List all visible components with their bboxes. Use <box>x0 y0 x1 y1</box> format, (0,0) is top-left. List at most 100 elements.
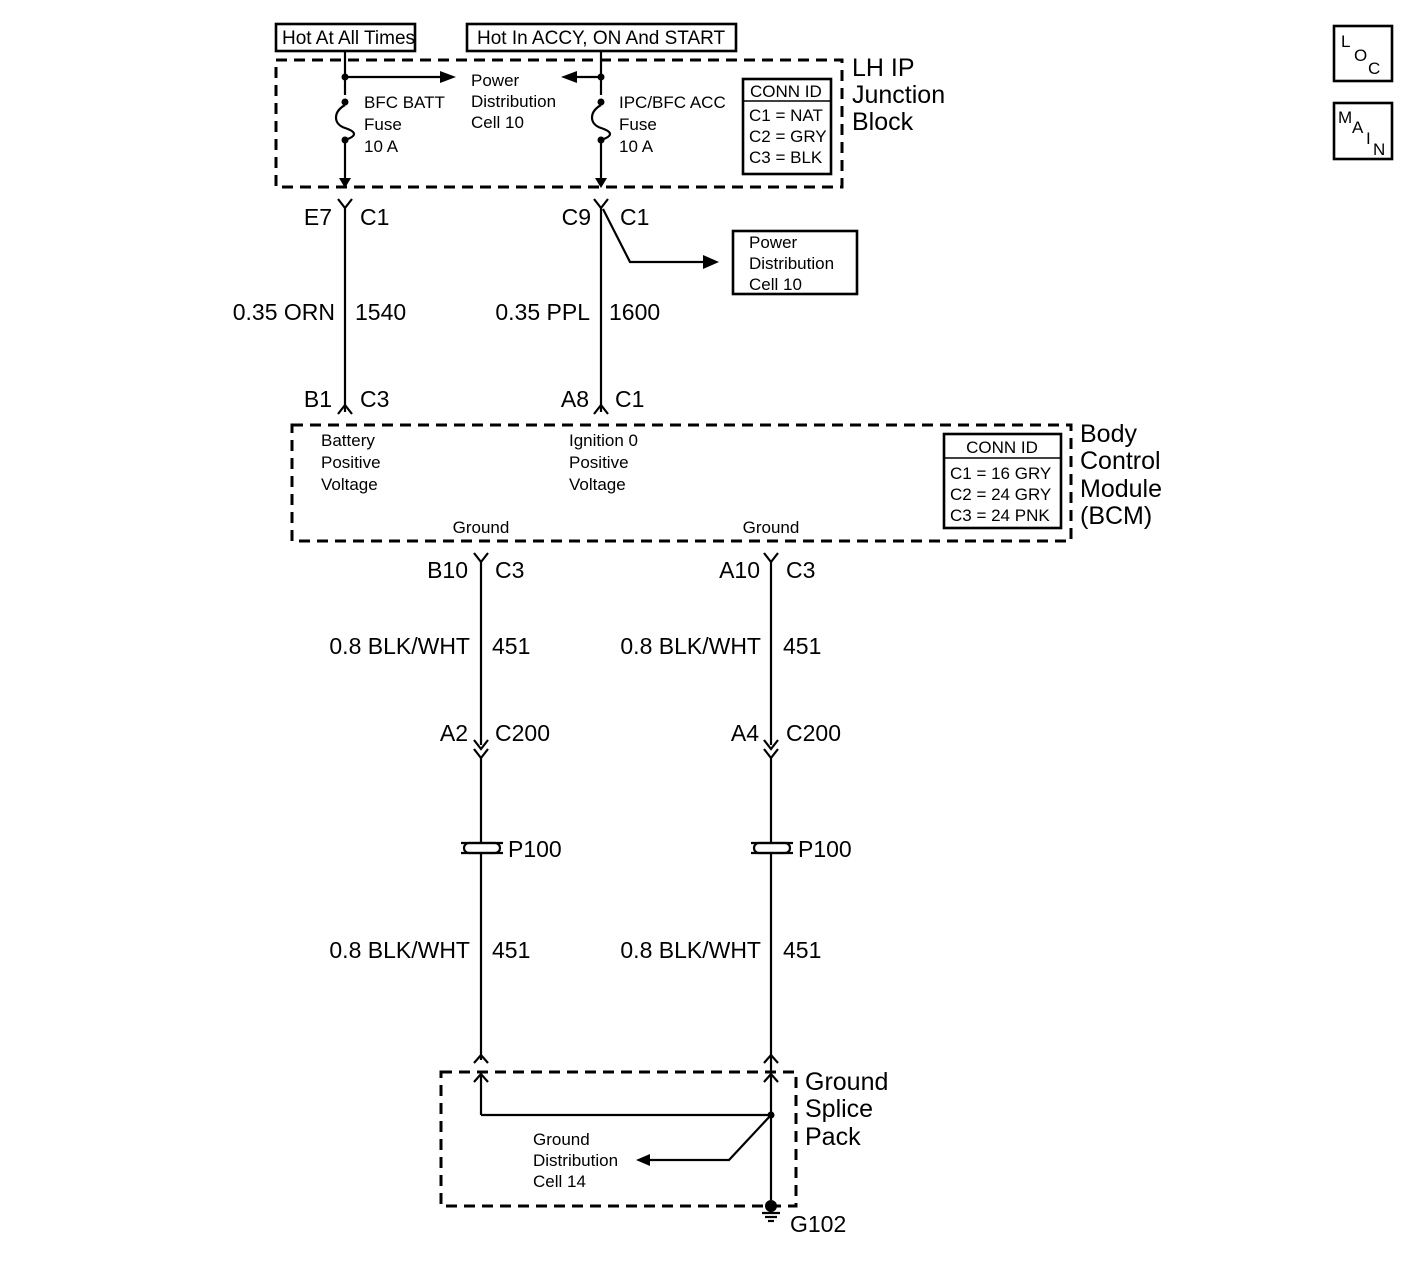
wire-1540-circuit: 1540 <box>355 299 406 325</box>
right-power-dist-arrow <box>561 71 577 83</box>
splice-right-connector-inner <box>763 1072 779 1083</box>
connector-c9-pin: C9 <box>562 204 591 230</box>
connector-a8-symbol <box>593 403 609 415</box>
loc-button[interactable]: L O C <box>1332 24 1394 83</box>
power-dist-ref-box <box>731 229 859 296</box>
connector-a2-symbol-top <box>473 739 489 751</box>
connector-c9-conn: C1 <box>620 204 649 230</box>
ground-splice-name-3: Pack <box>805 1123 861 1151</box>
loc-letter-o: O <box>1354 46 1367 65</box>
junction-conn-id-3: C3 = BLK <box>749 148 823 167</box>
junction-power-dist-2: Distribution <box>471 92 556 111</box>
junction-conn-id-2: C2 = GRY <box>749 127 827 146</box>
bcm-conn-id-2: C2 = 24 GRY <box>950 485 1051 504</box>
wire-451-left-lower-circuit: 451 <box>492 937 530 963</box>
left-fuse-out-arrow <box>339 178 351 188</box>
wire-451-right-lower-circuit: 451 <box>783 937 821 963</box>
bcm-ground-left: Ground <box>453 518 510 537</box>
ground-dist-branch-wire <box>650 1114 772 1162</box>
connector-a2-conn: C200 <box>495 720 550 746</box>
connector-a10-symbol <box>763 552 779 564</box>
connector-a2-pin: A2 <box>440 720 468 746</box>
bcm-input-left-1: Battery <box>321 431 375 450</box>
connector-a4-symbol-top <box>763 739 779 751</box>
right-fuse-out-arrow <box>595 178 607 188</box>
right-fuse-label-1: IPC/BFC ACC <box>619 93 726 112</box>
connector-e7-conn: C1 <box>360 204 389 230</box>
connector-a10-pin: A10 <box>719 557 760 583</box>
junction-block-outline <box>274 58 844 189</box>
ground-dist-branch-arrow <box>636 1154 650 1166</box>
bcm-name-3: Module <box>1080 475 1162 503</box>
junction-block-name-1: LH IP <box>852 54 915 82</box>
loc-letter-c: C <box>1368 59 1380 78</box>
junction-block-name-2: Junction <box>852 81 945 109</box>
connector-b1-symbol <box>337 403 353 415</box>
left-fuse-top-dot <box>341 98 349 106</box>
junction-conn-id-title: CONN ID <box>750 82 822 101</box>
pass-through-right-label: P100 <box>798 836 852 862</box>
junction-block-name-3: Block <box>852 108 914 136</box>
wire-451-right-lower-spec: 0.8 BLK/WHT <box>620 937 761 963</box>
connector-a10-conn: C3 <box>786 557 815 583</box>
hot-in-accy-label: Hot In ACCY, ON And START <box>477 28 726 49</box>
bcm-outline <box>290 423 1073 543</box>
bcm-input-right-3: Voltage <box>569 475 626 494</box>
connector-e7-symbol <box>337 198 353 210</box>
main-letter-a: A <box>1352 118 1364 137</box>
connector-b10-pin: B10 <box>427 557 468 583</box>
bcm-name-1: Body <box>1080 420 1137 448</box>
power-dist-branch-arrow <box>703 255 719 269</box>
pass-through-left-label: P100 <box>508 836 562 862</box>
connector-a8-conn: C1 <box>615 386 644 412</box>
pass-through-right-icon <box>751 841 793 855</box>
junction-conn-id-1: C1 = NAT <box>749 106 823 125</box>
power-dist-ref-1: Power <box>749 233 798 252</box>
left-fuse-label-3: 10 A <box>364 137 399 156</box>
bcm-input-left-3: Voltage <box>321 475 378 494</box>
ground-g102-icon <box>762 1200 780 1223</box>
ground-splice-name-2: Splice <box>805 1095 873 1123</box>
left-fuse-symbol <box>334 104 356 142</box>
bcm-conn-id-3: C3 = 24 PNK <box>950 506 1050 525</box>
left-fuse-label-1: BFC BATT <box>364 93 445 112</box>
loc-letter-l: L <box>1341 32 1350 51</box>
connector-b1-pin: B1 <box>304 386 332 412</box>
ground-splice-name-1: Ground <box>805 1068 888 1096</box>
connector-a4-pin: A4 <box>731 720 759 746</box>
wire-1600-circuit: 1600 <box>609 299 660 325</box>
junction-power-dist-3: Cell 10 <box>471 113 524 132</box>
connector-a8-pin: A8 <box>561 386 589 412</box>
power-dist-branch-wire <box>602 208 703 264</box>
power-dist-ref-2: Distribution <box>749 254 834 273</box>
main-button[interactable]: M A I N <box>1332 101 1394 161</box>
junction-power-dist-1: Power <box>471 71 520 90</box>
hot-at-all-times-label: Hot At All Times <box>282 28 415 49</box>
bcm-conn-id-title: CONN ID <box>966 438 1038 457</box>
bcm-name-2: Control <box>1080 447 1161 475</box>
wire-451-left-upper-circuit: 451 <box>492 633 530 659</box>
wire-1600-spec: 0.35 PPL <box>495 299 590 325</box>
right-fuse-label-3: 10 A <box>619 137 654 156</box>
bcm-conn-id-1: C1 = 16 GRY <box>950 464 1051 483</box>
bcm-conn-id-box <box>942 432 1063 530</box>
wire-451-right-upper-circuit: 451 <box>783 633 821 659</box>
connector-c9-symbol <box>593 198 609 210</box>
connector-b10-symbol <box>473 552 489 564</box>
bcm-name-4: (BCM) <box>1080 502 1152 530</box>
wire-451-left-upper-spec: 0.8 BLK/WHT <box>329 633 470 659</box>
connector-b10-conn: C3 <box>495 557 524 583</box>
junction-conn-id-box <box>741 77 833 176</box>
connector-e7-pin: E7 <box>304 204 332 230</box>
right-fuse-symbol <box>590 104 612 142</box>
power-dist-ref-3: Cell 10 <box>749 275 802 294</box>
main-letter-i: I <box>1366 129 1371 148</box>
main-letter-n: N <box>1373 140 1385 159</box>
ground-g102-label: G102 <box>790 1211 846 1237</box>
pass-through-left-icon <box>461 841 503 855</box>
ground-dist-ref-2: Distribution <box>533 1151 618 1170</box>
splice-left-connector-outer <box>473 1053 489 1064</box>
wire-451-right-upper-spec: 0.8 BLK/WHT <box>620 633 761 659</box>
left-power-dist-arrow <box>440 71 456 83</box>
